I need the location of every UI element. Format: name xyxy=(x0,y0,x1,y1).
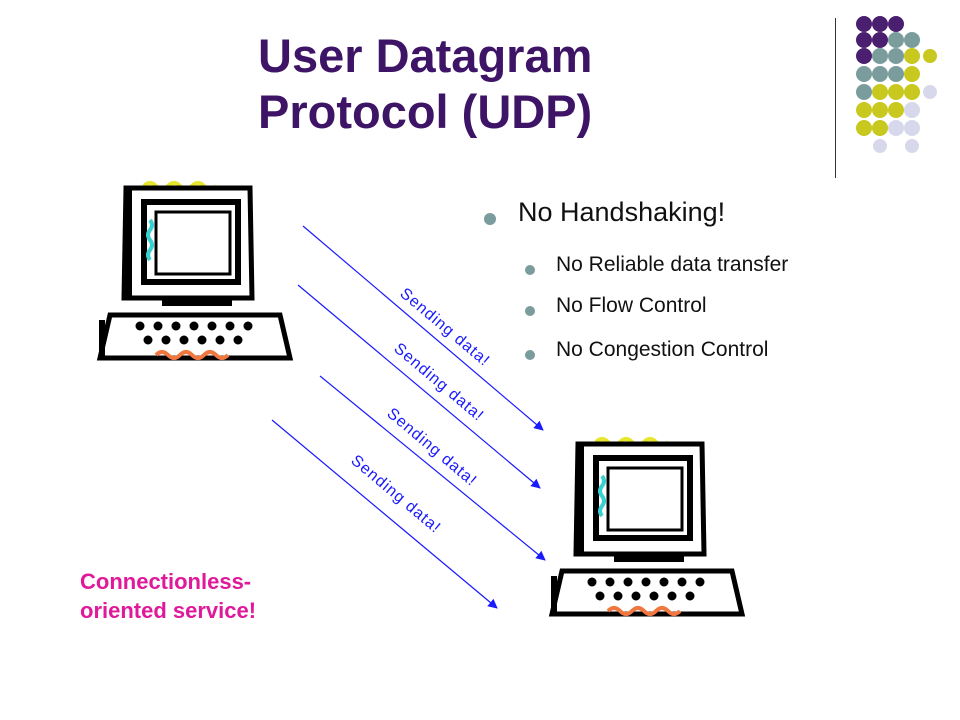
title-line-2: Protocol (UDP) xyxy=(258,85,593,138)
arrow-1 xyxy=(302,225,544,431)
sub-bullet-text: No Flow Control xyxy=(556,294,707,317)
receiver-computer-icon xyxy=(552,439,742,614)
bullet-dot-icon xyxy=(525,350,535,360)
arrow-3 xyxy=(319,375,546,561)
arrow-4 xyxy=(271,419,498,609)
arrow-2 xyxy=(297,284,541,489)
sub-bullet-text: No Congestion Control xyxy=(556,338,769,361)
bullet-main-text: No Handshaking! xyxy=(518,197,726,227)
bullet-dot-icon xyxy=(525,306,535,316)
sub-bullet-text: No Reliable data transfer xyxy=(556,253,789,276)
bullet-dot-icon xyxy=(525,265,535,275)
sender-computer-icon xyxy=(100,183,290,358)
note-line-1: Connectionless- xyxy=(80,569,252,594)
title-divider xyxy=(835,18,836,178)
arrow-label-3: Sending data! xyxy=(383,405,480,490)
title-line-1: User Datagram xyxy=(258,29,593,82)
slide-title: User Datagram Protocol (UDP) xyxy=(258,28,778,140)
connectionless-note: Connectionless- oriented service! xyxy=(80,567,256,625)
note-line-2: oriented service! xyxy=(80,598,257,623)
bullet-dot-icon xyxy=(484,213,496,225)
